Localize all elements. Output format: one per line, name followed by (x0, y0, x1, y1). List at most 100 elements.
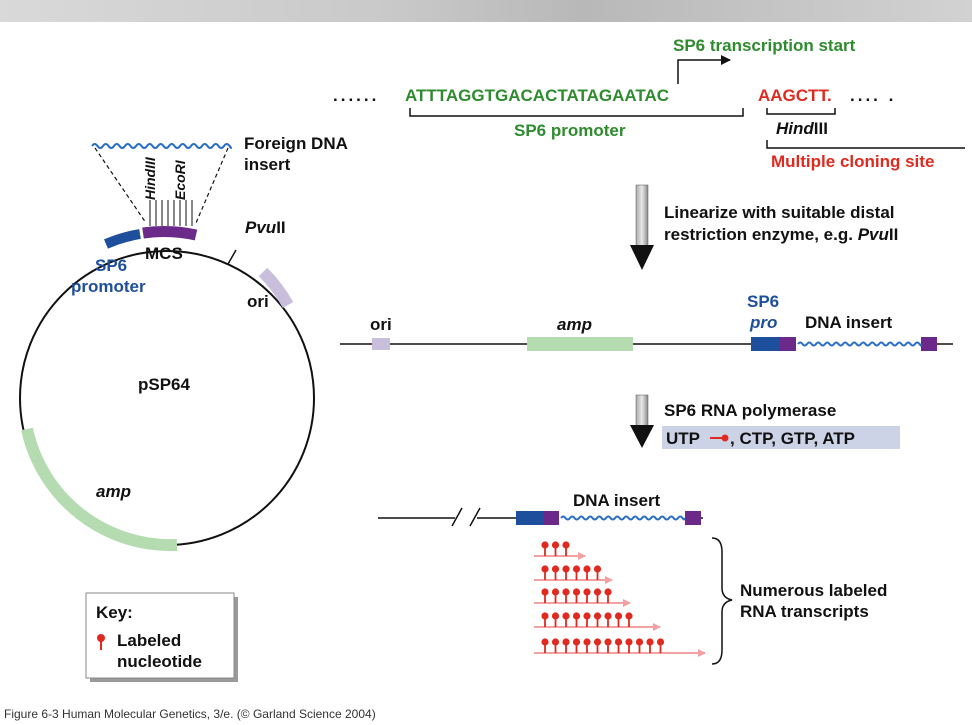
plasmid-ori-label: ori (247, 292, 269, 311)
labeled-nucleotide-pin (593, 638, 602, 653)
labeled-nucleotide-pin (551, 565, 560, 580)
step2-arrow-shaft (635, 394, 649, 428)
linear-insert-label: DNA insert (805, 313, 893, 332)
labeled-nucleotide-pin (593, 612, 602, 627)
labeled-nucleotide-pin (551, 588, 560, 603)
linear-amp-segment (527, 337, 633, 351)
key-pin-head (97, 634, 105, 642)
labeled-nucleotide-pin (562, 638, 570, 653)
plasmid-amp-label: amp (96, 482, 131, 501)
key-box: Key: Labeled nucleotide (85, 592, 238, 682)
linear-mcs-right (921, 337, 937, 351)
step1-line2: restriction enzyme, e.g. PvuII (664, 225, 898, 244)
mcs-bracket (766, 140, 965, 149)
labeled-nucleotide-pin (635, 638, 644, 653)
mcs-label: Multiple cloning site (771, 152, 934, 171)
labeled-nucleotide-pin (551, 541, 560, 556)
top-banner (0, 0, 972, 22)
foreign-dna-wave (91, 143, 232, 149)
labeled-nucleotide-pin (614, 612, 623, 627)
linear-dna: ori amp SP6 pro DNA insert (340, 292, 953, 352)
template-insert-wave (560, 515, 686, 521)
utp-label-dot (721, 434, 729, 442)
labeled-nucleotide-pin (562, 541, 570, 556)
break-mark-2 (469, 507, 481, 527)
labeled-nucleotide-pin (541, 541, 549, 556)
labeled-nucleotide-pin (541, 612, 549, 627)
step2-nucleotide-highlight (662, 426, 900, 449)
foreign-dna-label-line1: Foreign DNA (244, 134, 348, 153)
rna-transcripts (534, 541, 706, 657)
labeled-nucleotide-pin (551, 638, 560, 653)
break-mark-1 (451, 507, 463, 527)
step1: Linearize with suitable distal restricti… (630, 184, 898, 270)
promoter-label: SP6 promoter (514, 121, 626, 140)
plasmid-sp6-label-line2: promoter (71, 277, 146, 296)
plasmid-mcs-label: MCS (145, 244, 183, 263)
plasmid-mcs-segment (142, 226, 198, 241)
fan-right-dashed (195, 147, 229, 224)
labeled-nucleotide-pin (583, 565, 591, 580)
transcripts-label-line1: Numerous labeled (740, 581, 887, 600)
template-insert-gap (559, 510, 685, 526)
labeled-nucleotide-pin (562, 565, 570, 580)
step2-utp: UTP (666, 429, 700, 448)
labeled-nucleotide-pin (646, 638, 654, 653)
plasmid-sp6-segment (104, 229, 141, 249)
key-title: Key: (96, 603, 133, 622)
key-panel (85, 592, 235, 679)
labeled-nucleotide-pin (541, 638, 549, 653)
linear-amp-label: amp (557, 315, 592, 334)
template-mcs-left (544, 511, 559, 525)
labeled-nucleotide-pin (593, 588, 602, 603)
pvuii-tick (227, 249, 237, 265)
hindiii-bracket (766, 108, 836, 115)
step1-arrow-shaft (635, 184, 649, 248)
labeled-nucleotide-pin (541, 565, 549, 580)
transcripts-brace (711, 537, 733, 665)
hindiii-label: HindIII (776, 119, 828, 138)
labeled-nucleotide-pin (541, 588, 549, 603)
fan-left-dashed (94, 147, 147, 224)
mcs-hindiii-vertical: HindIII (142, 156, 158, 200)
labeled-nucleotide-pin (572, 638, 581, 653)
labeled-nucleotide-pin (625, 612, 633, 627)
template-insert-label: DNA insert (573, 491, 661, 510)
step1-line1: Linearize with suitable distal (664, 203, 895, 222)
labeled-nucleotide-pin (604, 588, 612, 603)
step1-arrow-head (630, 245, 654, 270)
transcription-start-arrow (677, 55, 731, 84)
linear-ori-segment (372, 338, 390, 350)
promoter-sequence: ATTTAGGTGACACTATAGAATAC (405, 86, 669, 105)
labeled-nucleotide-pin (614, 638, 623, 653)
figure-caption: Figure 6-3 Human Molecular Genetics, 3/e… (4, 707, 376, 721)
key-line1: Labeled (117, 631, 181, 650)
step2-title: SP6 RNA polymerase (664, 401, 836, 420)
labeled-nucleotide-pin (625, 638, 633, 653)
labeled-nucleotide-pin (583, 612, 591, 627)
sequence-panel: ...... ATTTAGGTGACACTATAGAATAC AAGCTT. .… (333, 36, 965, 171)
labeled-nucleotide-pin (604, 612, 612, 627)
plasmid-ori-segment (258, 267, 294, 309)
key-line2: nucleotide (117, 652, 202, 671)
labeled-nucleotide-pin (562, 588, 570, 603)
plasmid-pvuii-label: PvuII (245, 218, 286, 237)
labeled-nucleotide-pin (572, 612, 581, 627)
linear-pro-label: pro (749, 313, 777, 332)
foreign-dna-label-line2: insert (244, 155, 291, 174)
transcription-start-label: SP6 transcription start (673, 36, 856, 55)
mcs-ecori-vertical: EcoRI (172, 159, 188, 200)
template-mcs-right (685, 511, 701, 525)
linear-sp6-label: SP6 (747, 292, 779, 311)
linear-insert-gap (796, 336, 921, 352)
plasmid-name: pSP64 (138, 375, 191, 394)
labeled-nucleotide-pin (551, 612, 560, 627)
template-sp6-segment (516, 511, 544, 525)
transcripts-label-line2: RNA transcripts (740, 602, 869, 621)
step2: SP6 RNA polymerase UTP , CTP, GTP, ATP (630, 394, 900, 449)
promoter-bracket (409, 108, 744, 117)
labeled-nucleotide-pin (572, 565, 581, 580)
labeled-nucleotide-pin (593, 565, 602, 580)
labeled-nucleotide-pin (583, 638, 591, 653)
